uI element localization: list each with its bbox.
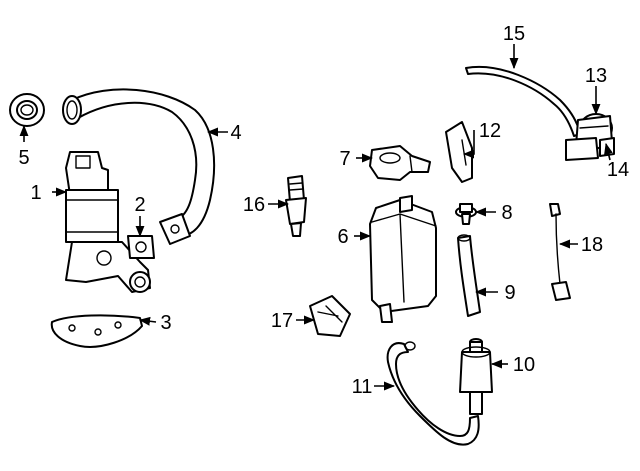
callout-18: 18 [581, 234, 603, 256]
callout-2: 2 [134, 194, 145, 216]
callout-6: 6 [337, 226, 348, 248]
leader-14 [604, 142, 613, 161]
callout-3: 3 [160, 312, 171, 334]
leader-3 [138, 316, 157, 326]
callout-4: 4 [230, 122, 241, 144]
callout-1: 1 [30, 182, 41, 204]
callout-11: 11 [352, 376, 373, 398]
part-2-gasket[interactable] [127, 235, 155, 259]
callout-17: 17 [271, 310, 293, 332]
callout-16: 16 [243, 194, 265, 216]
part-17-connector[interactable] [309, 295, 351, 337]
part-16-sensor[interactable] [285, 175, 307, 237]
part-11-hose[interactable] [386, 341, 480, 446]
part-6-canister[interactable] [369, 195, 437, 323]
part-3-plate[interactable] [50, 314, 143, 348]
callout-13: 13 [585, 65, 607, 87]
callout-7: 7 [339, 148, 350, 170]
callout-14: 14 [607, 159, 629, 181]
callout-10: 10 [513, 354, 535, 376]
part-18-oxygen-sensor[interactable] [549, 203, 571, 301]
callout-12: 12 [479, 120, 501, 142]
leader-12 [462, 130, 475, 159]
part-5-grommet[interactable] [9, 93, 45, 127]
part-12-bracket[interactable] [445, 121, 473, 183]
callout-9: 9 [504, 282, 515, 304]
part-9-hose[interactable] [457, 234, 481, 317]
part-4-egr-tube[interactable] [62, 88, 216, 245]
callout-5: 5 [18, 147, 29, 169]
callout-15: 15 [503, 23, 525, 45]
callout-8: 8 [501, 202, 512, 224]
part-8-bolt[interactable] [455, 203, 477, 225]
part-7-purge-valve[interactable] [369, 145, 431, 181]
part-10-filter[interactable] [459, 338, 493, 415]
part-1-egr-valve[interactable] [65, 151, 151, 293]
